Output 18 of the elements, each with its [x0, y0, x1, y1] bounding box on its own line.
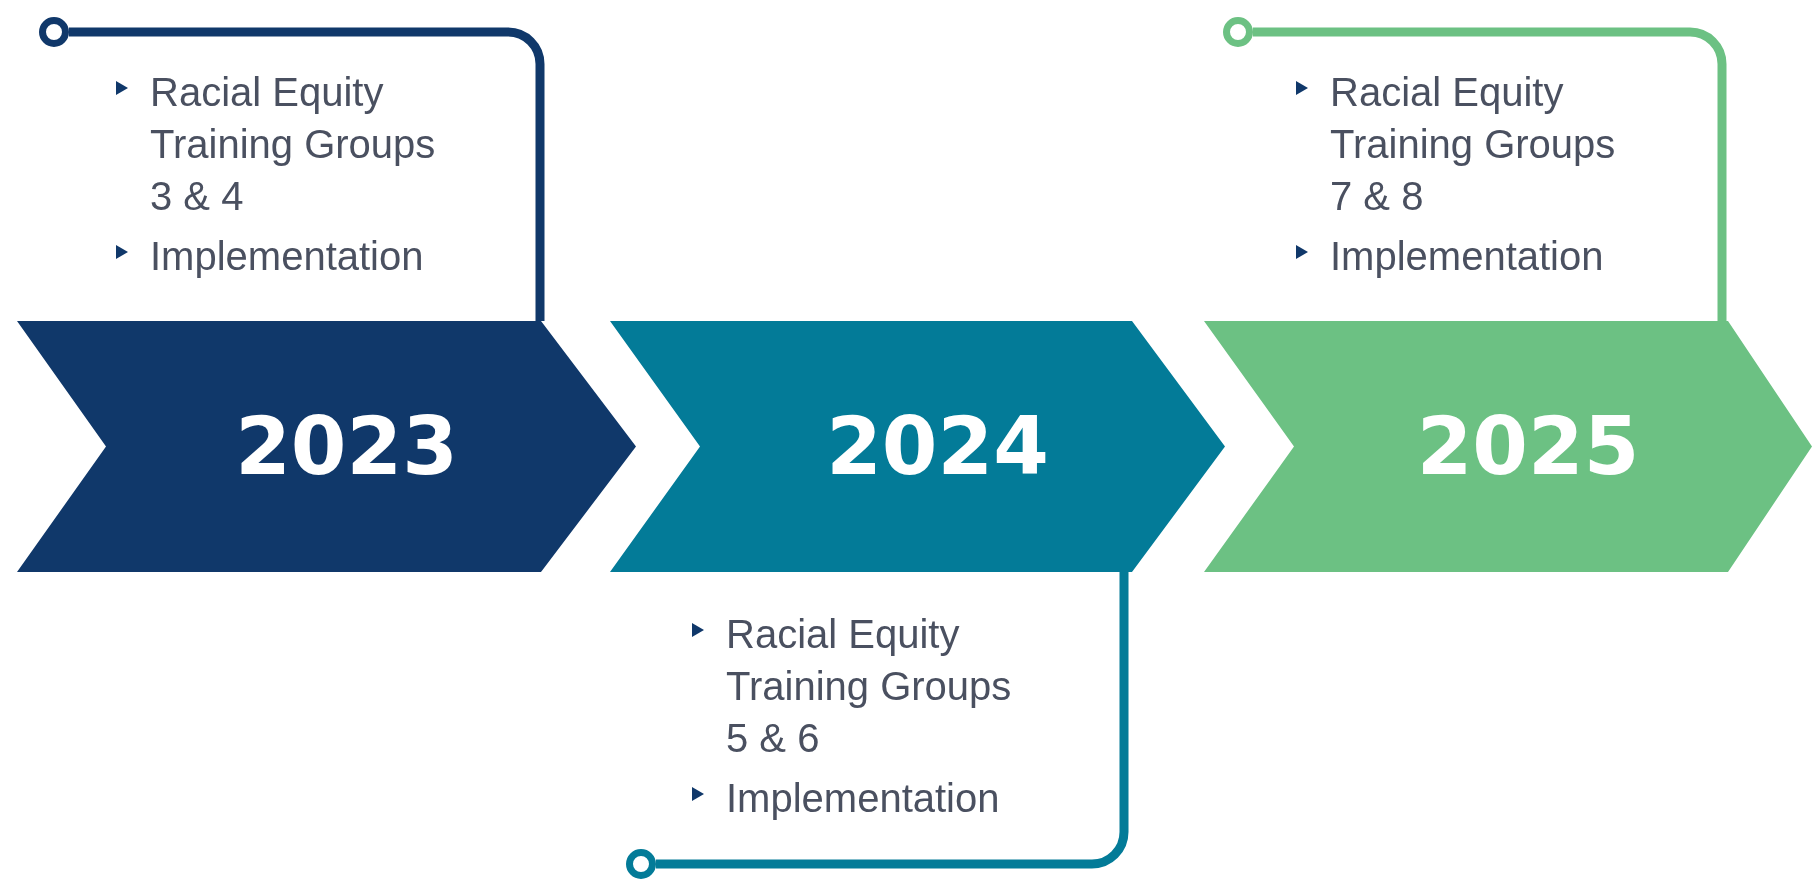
year-label: 2024	[826, 406, 1049, 487]
chevron-shape	[17, 321, 636, 572]
bullet-text: Implementation	[150, 233, 425, 280]
bullet-text: Racial Equity Training Groups 3 & 4	[150, 69, 437, 220]
chevron-shape	[610, 321, 1225, 572]
ring-marker	[39, 17, 69, 47]
bullet-text: Implementation	[1330, 233, 1605, 280]
bullet-text: Implementation	[726, 775, 1001, 822]
year-label: 2025	[1416, 406, 1640, 487]
chevron-shape	[1204, 321, 1812, 572]
ring-marker	[626, 849, 656, 879]
bullet-text: Racial Equity Training Groups 5 & 6	[726, 611, 1013, 762]
year-label: 2023	[235, 406, 458, 487]
ring-marker	[1223, 17, 1253, 47]
bullet-text: Racial Equity Training Groups 7 & 8	[1330, 69, 1617, 220]
connector-line	[1253, 27, 1727, 321]
connector-line	[69, 27, 545, 321]
connector-line	[656, 572, 1129, 869]
